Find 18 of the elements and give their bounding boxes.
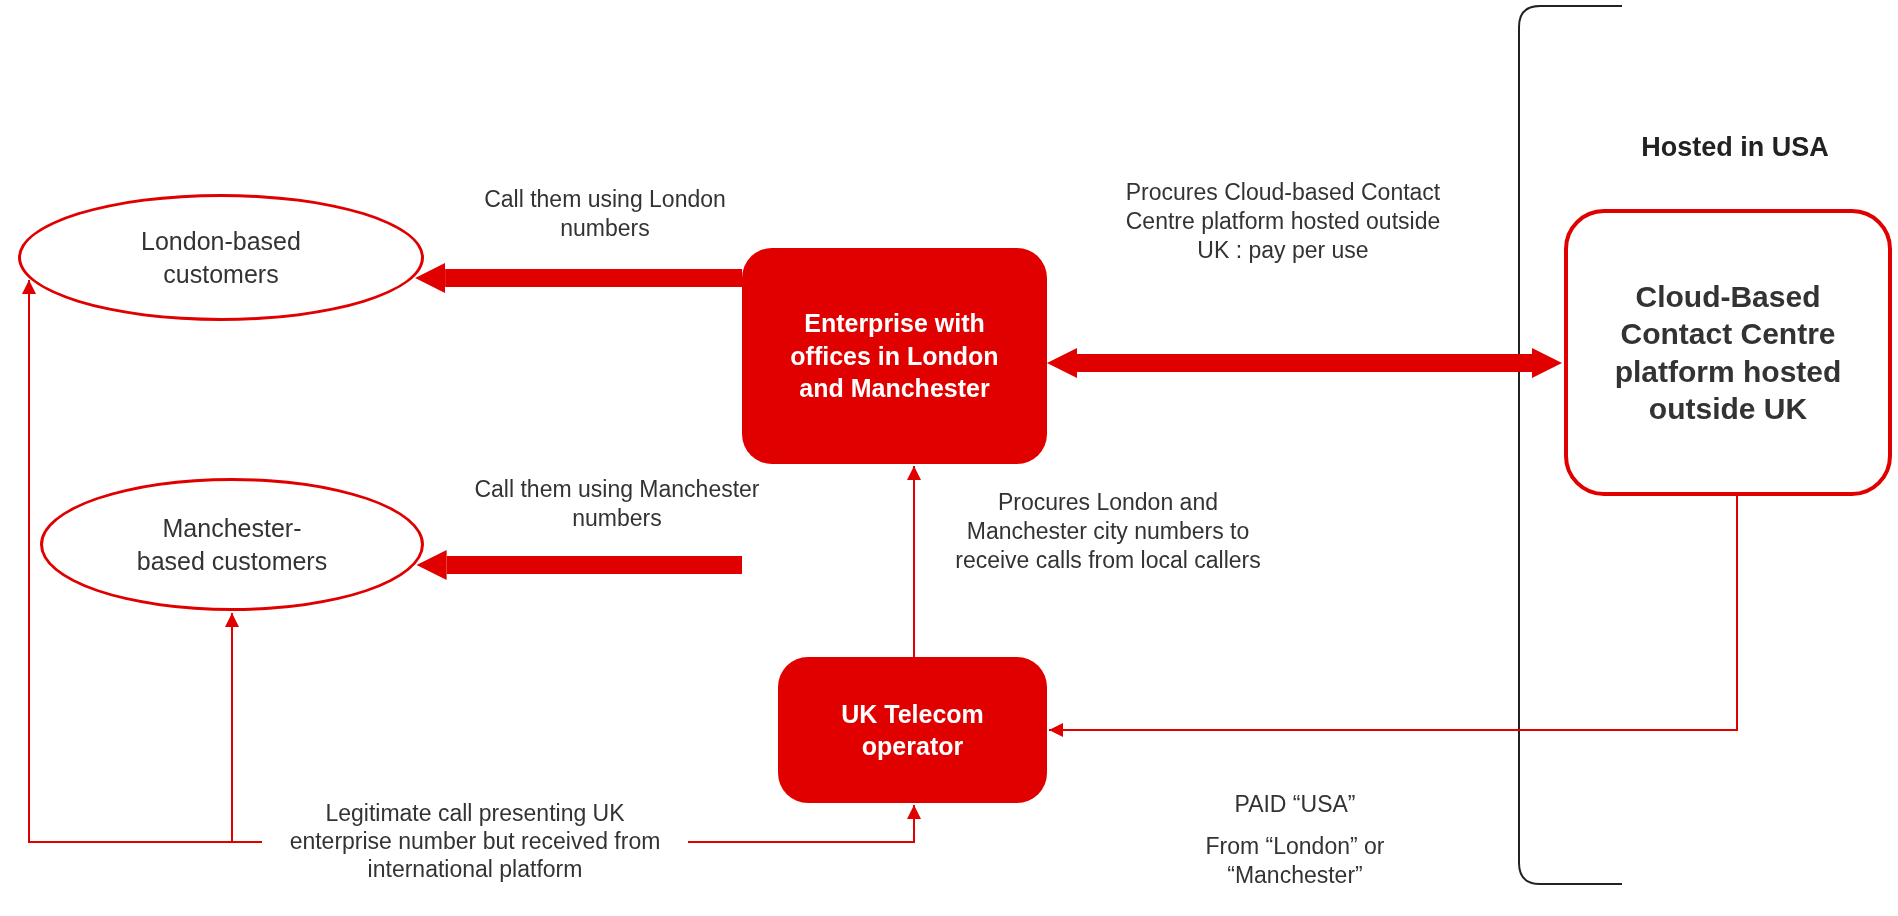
process-box: [742, 248, 1047, 464]
node-label: Cloud-Based Contact Centre platform hosted outside UK: [1613, 278, 1843, 427]
arrow: [687, 804, 921, 843]
thick-arrow: [416, 550, 742, 580]
process-box: [778, 657, 1047, 803]
thick-arrow: [415, 263, 742, 293]
thick-arrow: [1047, 348, 1562, 378]
node-label: Enterprise with offices in London and Manchester: [789, 308, 1000, 405]
customer-ellipse: [18, 194, 424, 321]
node-label: London-based customers: [140, 226, 302, 290]
arrow: [225, 612, 263, 843]
arrow: [1048, 495, 1738, 737]
node-label: UK Telecom operator: [840, 698, 985, 762]
node-label: Manchester-based customers: [135, 513, 329, 577]
customer-ellipse: [40, 478, 424, 611]
platform-box: [1564, 209, 1892, 496]
note-text: Legitimate call presenting UK enterprise number but received from international platform: [262, 772, 688, 910]
arrow: [907, 465, 921, 658]
